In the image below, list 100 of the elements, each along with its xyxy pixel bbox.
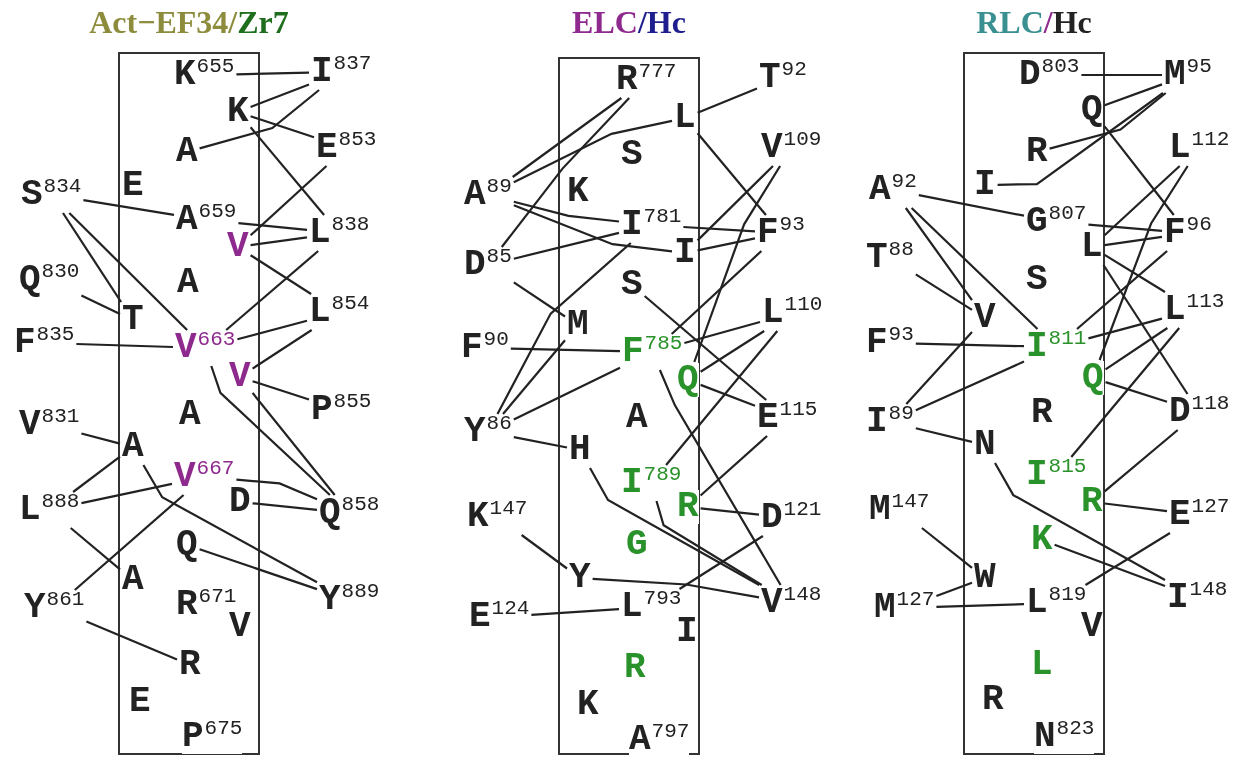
contact-line — [225, 250, 319, 331]
contact-line — [683, 225, 756, 233]
contact-line — [1104, 253, 1166, 293]
residue-label: Q$^{830}$ — [19, 263, 80, 297]
contact-line — [1104, 83, 1163, 107]
contact-line — [700, 383, 756, 407]
contact-line — [251, 392, 336, 496]
panel-heading: RLC/Hc — [975, 3, 1093, 42]
contact-line — [658, 369, 782, 586]
contact-line — [915, 360, 1025, 412]
contact-line — [1084, 532, 1171, 586]
contact-line — [921, 527, 973, 569]
contact-line — [520, 534, 568, 570]
contact-line — [936, 581, 973, 598]
contact-line — [1054, 543, 1166, 588]
contact-line — [252, 329, 313, 370]
contact-line — [74, 494, 185, 591]
contact-line — [237, 319, 308, 341]
contact-line — [250, 115, 315, 139]
contact-line — [513, 200, 620, 223]
contact-line — [502, 339, 566, 415]
contact-line — [700, 507, 760, 516]
contact-line — [513, 231, 620, 260]
contact-line — [936, 603, 1025, 608]
contact-line — [513, 366, 621, 421]
contact-line — [513, 281, 566, 318]
contact-line — [210, 365, 331, 496]
contact-line — [81, 482, 173, 505]
contact-line — [81, 432, 121, 445]
contact-line — [915, 273, 973, 311]
residue-label: Q — [1082, 361, 1104, 395]
contact-line — [249, 165, 328, 237]
contact-line — [643, 295, 767, 401]
contact-line — [76, 342, 174, 349]
contact-line — [500, 97, 630, 248]
contact-line — [678, 535, 764, 590]
contact-line — [1104, 502, 1168, 513]
contact-line — [655, 500, 763, 586]
contact-line — [696, 132, 767, 216]
residue-label: Q$^{858}$ — [319, 496, 380, 530]
contact-line — [1103, 165, 1181, 236]
contact-line — [68, 212, 188, 331]
contact-line — [236, 478, 318, 501]
contact-line — [1102, 264, 1189, 395]
contact-line — [697, 87, 758, 114]
contact-line — [496, 242, 632, 415]
contact-line — [250, 254, 312, 295]
contact-line — [699, 435, 768, 497]
contact-line — [199, 89, 320, 150]
residue-label: N$^{823}$ — [1034, 720, 1095, 754]
contact-line — [910, 207, 1039, 330]
contact-line — [250, 236, 308, 247]
contact-line — [238, 222, 308, 231]
residue-label: R — [677, 490, 699, 524]
contact-line — [700, 330, 765, 373]
contact-line — [1076, 250, 1168, 330]
contact-line — [250, 83, 310, 109]
contact-line — [693, 165, 782, 363]
residue-label: P$^{675}$ — [182, 720, 243, 754]
contact-line — [512, 97, 623, 178]
residue-label: Q — [677, 363, 699, 397]
contact-line — [994, 462, 1166, 581]
contact-line — [83, 199, 175, 216]
contact-line — [236, 71, 310, 76]
contact-line — [1103, 125, 1175, 216]
contact-line — [142, 464, 318, 584]
contact-line — [1088, 317, 1163, 340]
contact-line — [1105, 327, 1168, 371]
contact-line — [589, 467, 760, 586]
residue-label: Q — [1081, 93, 1103, 127]
contact-line — [513, 204, 673, 253]
contact-line — [905, 331, 973, 405]
contact-line — [249, 126, 325, 216]
contact-line — [915, 342, 1025, 348]
contact-line — [1070, 327, 1181, 458]
contact-line — [696, 165, 774, 242]
contact-line — [1088, 223, 1163, 232]
contact-line — [1104, 235, 1163, 247]
contact-line — [904, 207, 973, 301]
contact-line — [665, 330, 779, 466]
contact-line — [72, 455, 121, 493]
contact-line — [62, 212, 123, 303]
contact-line — [1098, 165, 1189, 361]
contact-line — [684, 320, 761, 345]
contact-line — [85, 620, 178, 661]
contact-line — [252, 502, 318, 511]
contact-line — [697, 237, 756, 252]
contact-line — [670, 250, 763, 335]
contact-line — [513, 436, 568, 449]
residue-label: A$^{797}$ — [629, 723, 690, 757]
contact-line — [531, 608, 620, 616]
panel-heading: Act−EF34/Zr7 — [88, 3, 290, 42]
contact-line — [1103, 429, 1179, 493]
contact-line — [915, 427, 973, 443]
contact-line — [592, 577, 760, 599]
contact-line — [1081, 73, 1162, 77]
contact-line — [513, 119, 673, 184]
contact-line — [80, 294, 121, 315]
contact-line — [70, 527, 121, 571]
contact-line — [252, 380, 310, 401]
